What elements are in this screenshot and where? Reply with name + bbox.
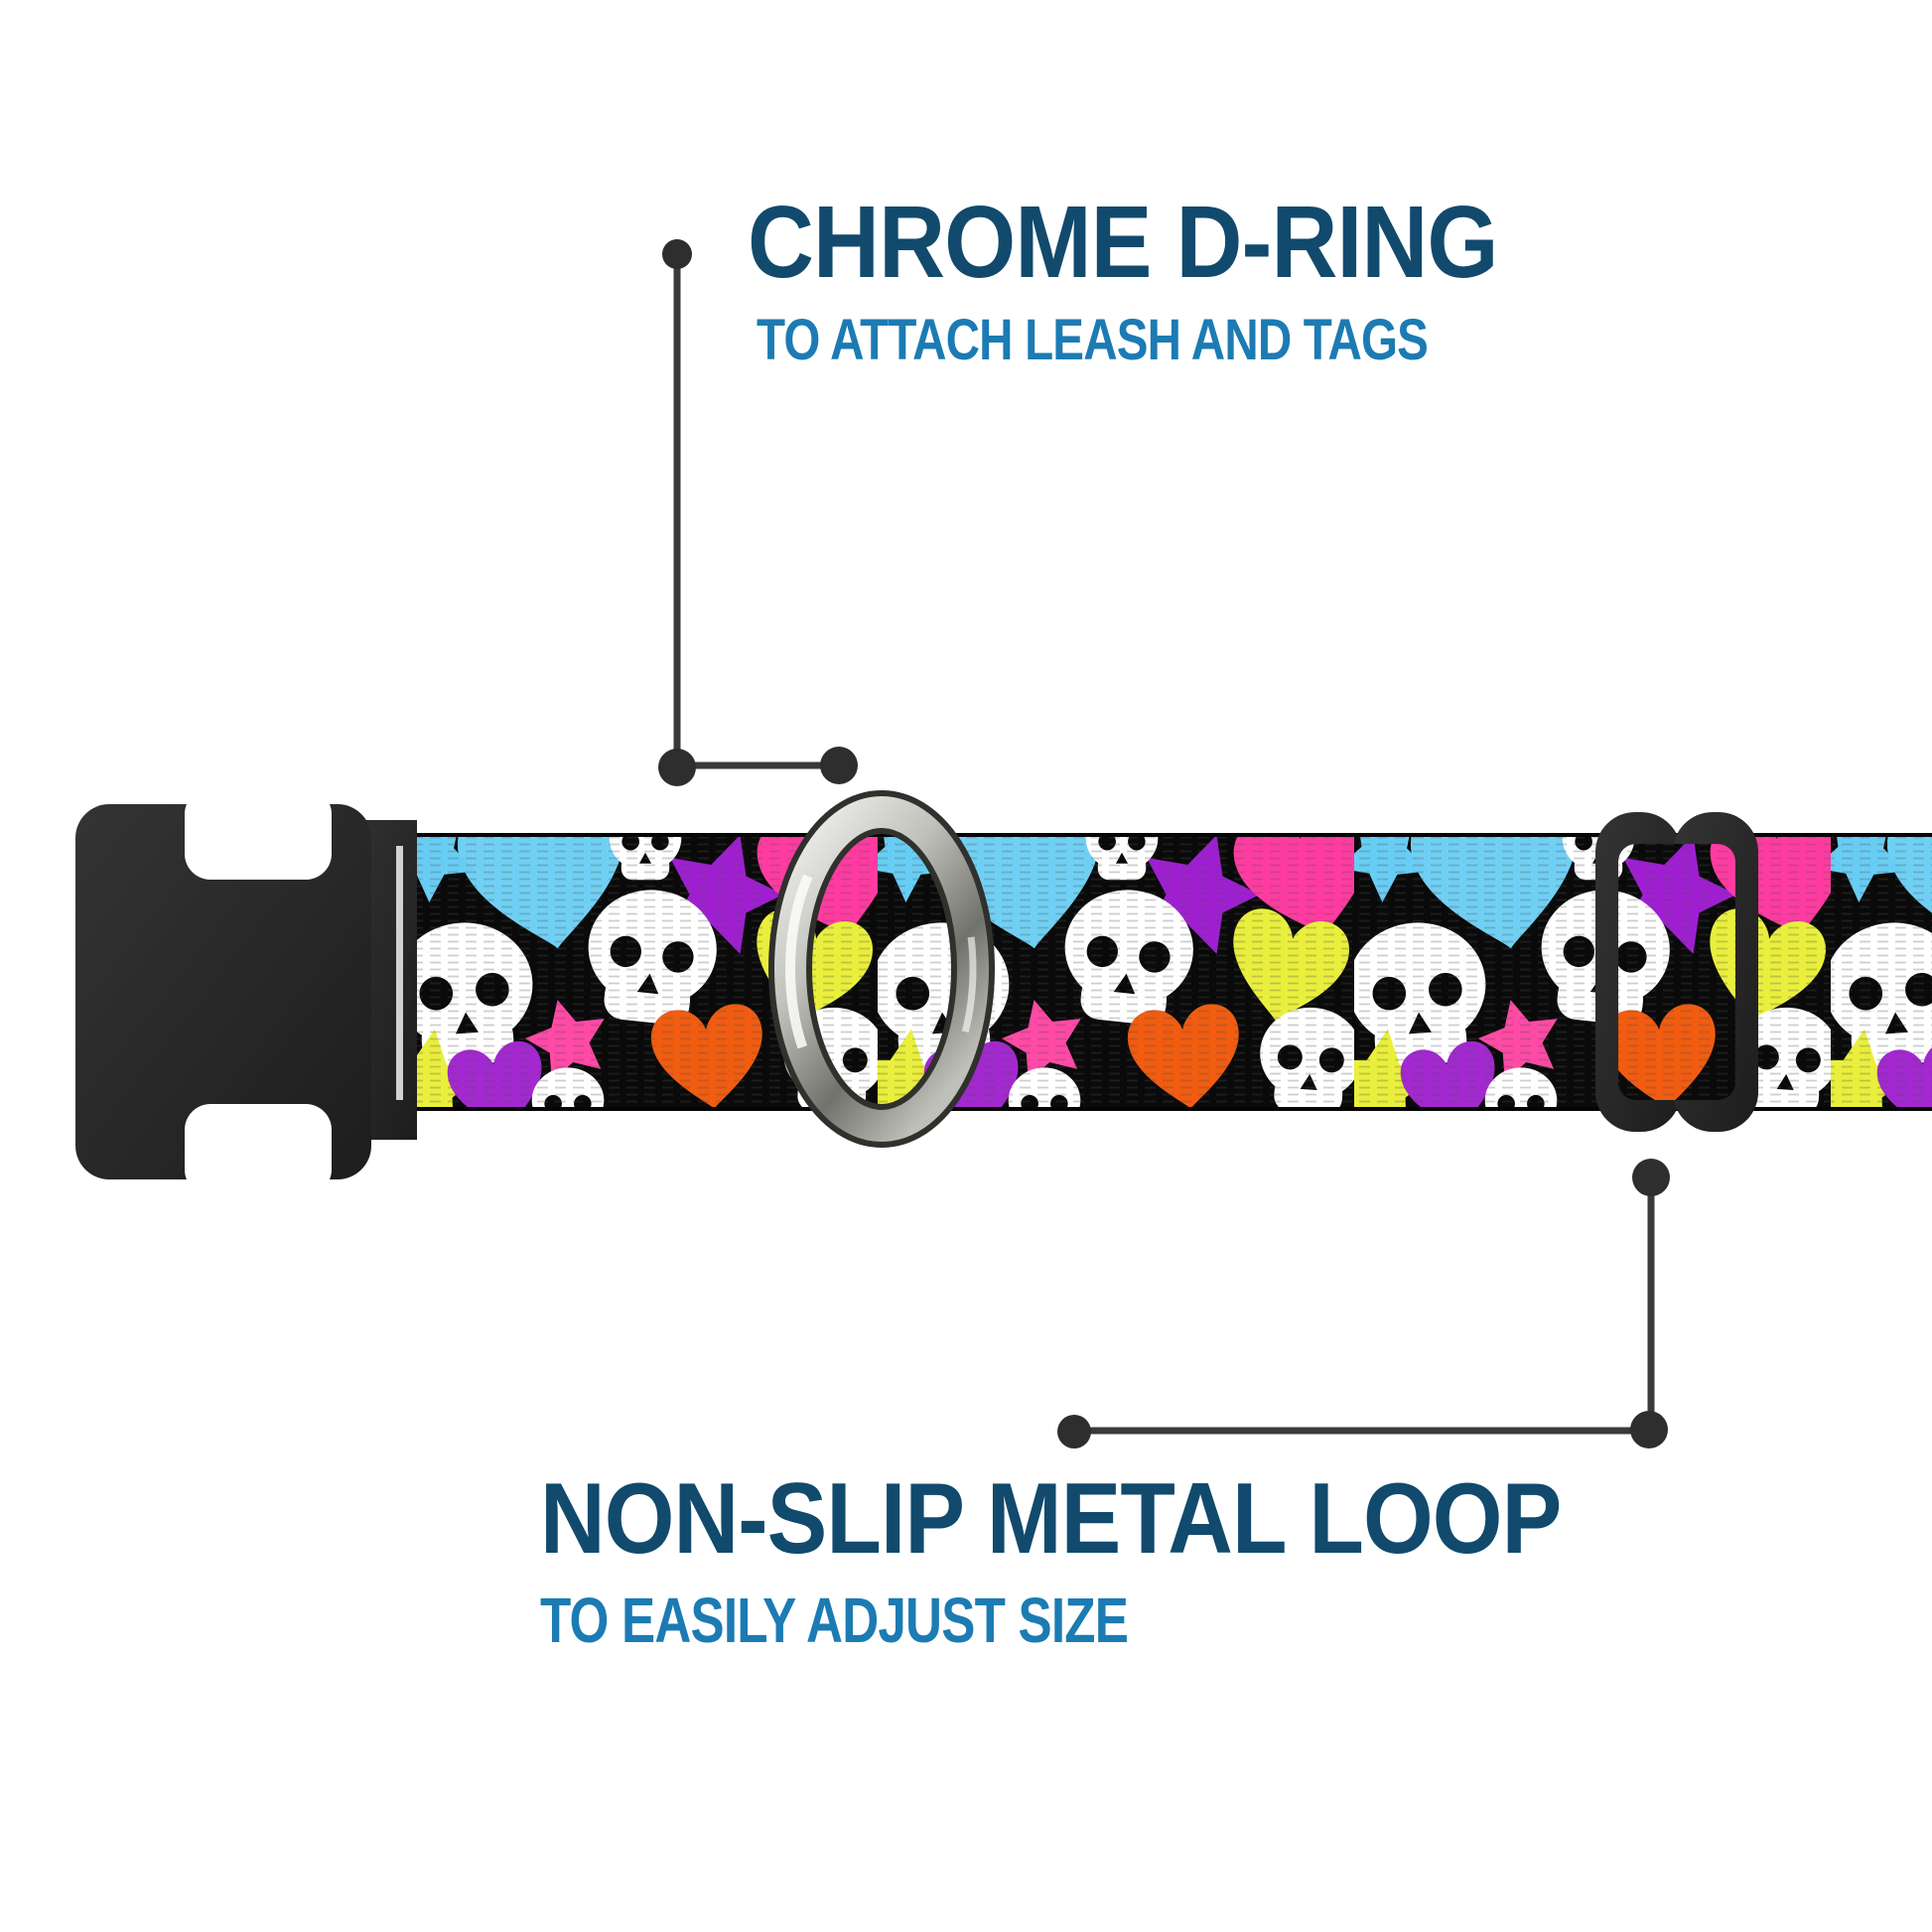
dring-callout-title: CHROME D-RING <box>748 185 1499 299</box>
buckle <box>75 788 417 1195</box>
d-ring-highlight-2 <box>786 808 977 1130</box>
dring-leader <box>658 239 858 786</box>
dring-callout-subtitle: TO ATTACH LEASH AND TAGS <box>757 308 1429 372</box>
dring-leader-dot-corner <box>658 749 696 786</box>
slider-window-texture <box>1618 844 1735 1100</box>
d-ring-highlight <box>785 807 978 1131</box>
loop-leader-dot-corner <box>1630 1411 1668 1449</box>
loop-leader <box>1057 1159 1670 1449</box>
buckle-slot-highlight <box>396 846 403 1100</box>
d-ring <box>768 790 995 1148</box>
buckle-top-notch <box>185 788 332 880</box>
buckle-bottom-notch <box>185 1104 332 1195</box>
loop-leader-dot-top <box>1632 1159 1670 1196</box>
loop-leader-dot-end <box>1057 1415 1091 1449</box>
dring-leader-dot-end <box>820 747 858 784</box>
slider <box>1595 812 1758 1132</box>
loop-callout-subtitle: TO EASILY ADJUST SIZE <box>540 1585 1129 1656</box>
buckle-body <box>75 804 371 1179</box>
dring-leader-dot-top <box>662 239 692 269</box>
loop-callout-title: NON-SLIP METAL LOOP <box>540 1463 1562 1575</box>
